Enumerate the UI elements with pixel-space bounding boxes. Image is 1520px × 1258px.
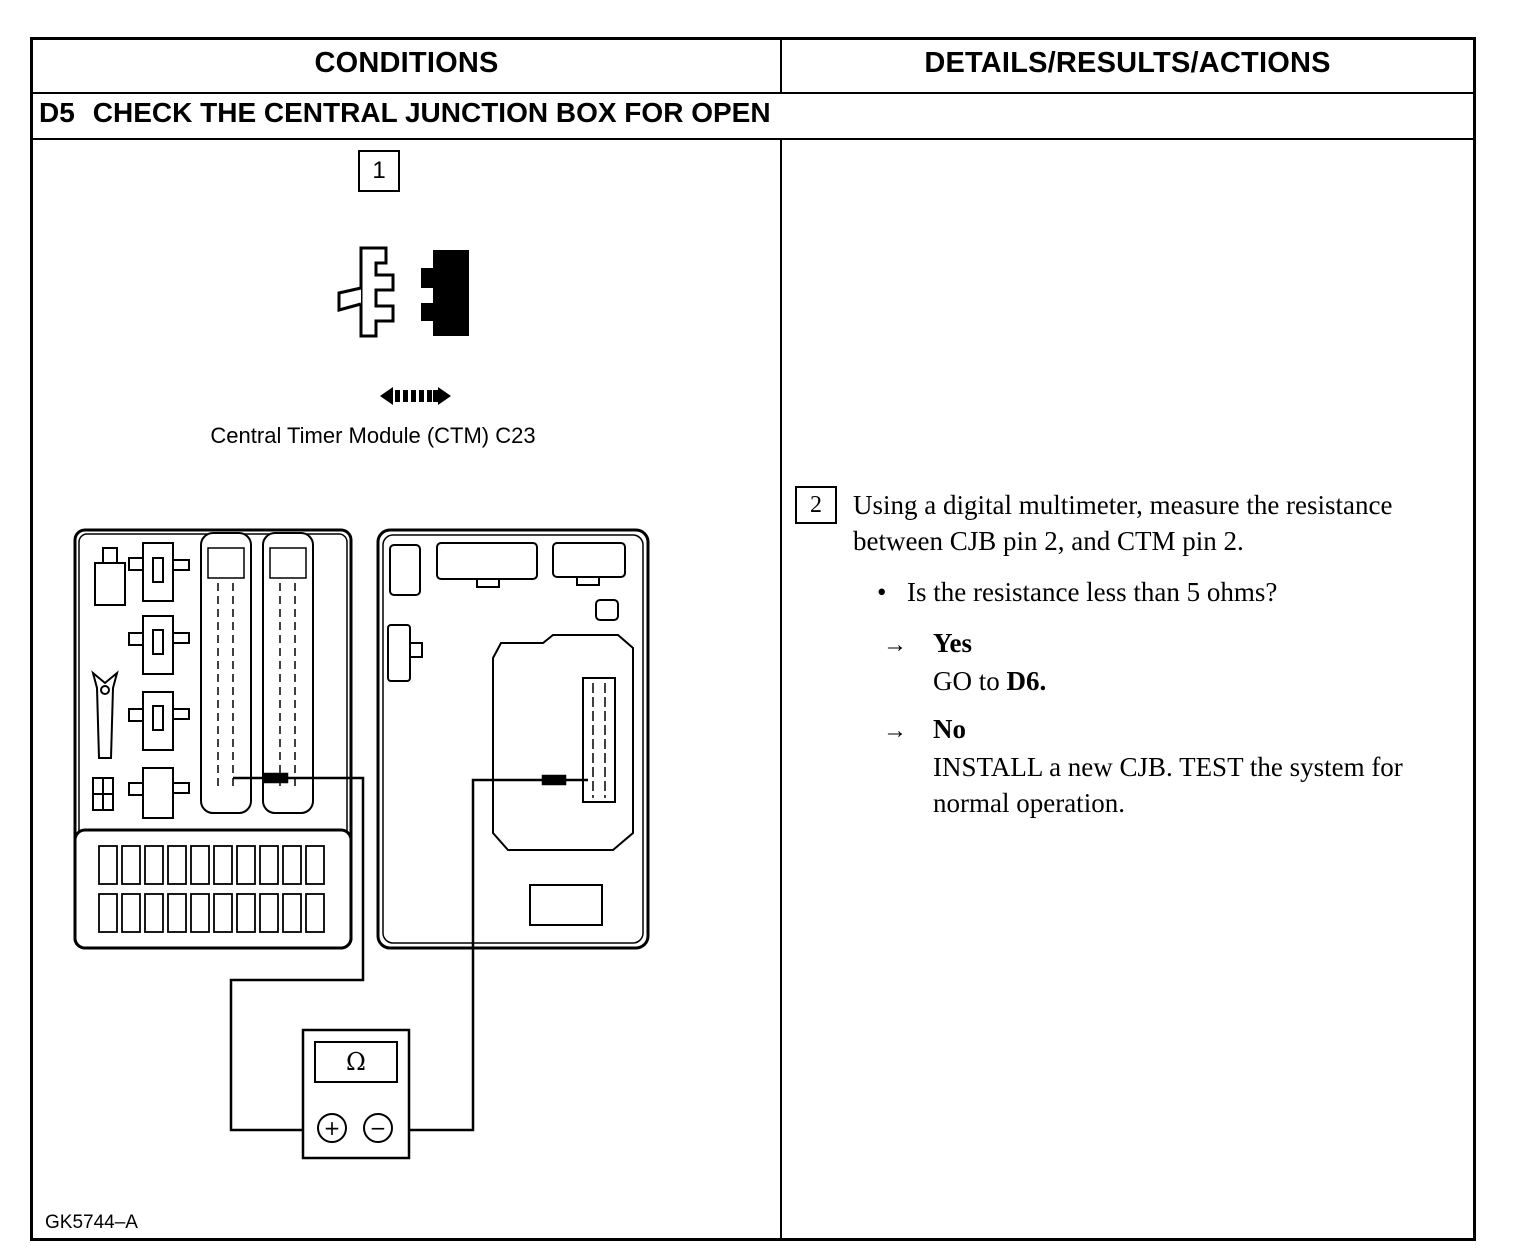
step-number-1: 1 [358,150,400,192]
ohm-symbol: Ω [346,1048,366,1076]
yes-action: GO to D6. [883,663,1443,699]
central-timer-module [376,528,650,950]
no-label: No [933,714,966,744]
ctm-caption: Central Timer Module (CTM) C23 [210,423,536,448]
positive-terminal-label: + [324,1116,341,1140]
bullet-icon: • [877,577,887,607]
column-divider [780,138,782,1241]
multimeter: Ω + − [301,1028,411,1160]
details-header: DETAILS/RESULTS/ACTIONS [924,47,1331,79]
no-action: INSTALL a new CJB. TEST the system for n… [933,752,1403,818]
step-heading: D5 CHECK THE CENTRAL JUNCTION BOX FOR OPE… [39,94,771,132]
answer-no: → No INSTALL a new CJB. TEST the system f… [883,711,1443,821]
arrow-right-icon: → [883,632,907,658]
wiring-diagram: Ω + − [73,246,650,1160]
step-title-row: D5 CHECK THE CENTRAL JUNCTION BOX FOR OPE… [33,92,1473,140]
table-header-row: CONDITIONS DETAILS/RESULTS/ACTIONS [33,40,1473,94]
conditions-header: CONDITIONS [33,40,782,92]
instruction-text: Using a digital multimeter, measure the … [853,490,1393,556]
negative-terminal-label: − [370,1116,387,1140]
question-text: Is the resistance less than 5 ohms? [907,577,1278,607]
question-item: • Is the resistance less than 5 ohms? [877,574,1437,610]
step-number-2: 2 [795,486,837,524]
arrow-right-icon: → [883,718,907,744]
connector-disconnect-icon [337,246,469,405]
yes-action-prefix: GO to [933,666,1000,696]
procedure-table: CONDITIONS DETAILS/RESULTS/ACTIONS D5 CHE… [30,37,1476,1241]
test-leads [229,772,588,1132]
answer-yes: → Yes GO to D6. [883,625,1443,699]
yes-action-ref: D6. [1006,666,1047,696]
step-id: D5 [39,97,75,128]
step-title: CHECK THE CENTRAL JUNCTION BOX FOR OPEN [92,97,771,128]
figure-code: GK5744–A [45,1212,138,1233]
central-junction-box [73,528,353,950]
yes-label: Yes [933,628,972,658]
